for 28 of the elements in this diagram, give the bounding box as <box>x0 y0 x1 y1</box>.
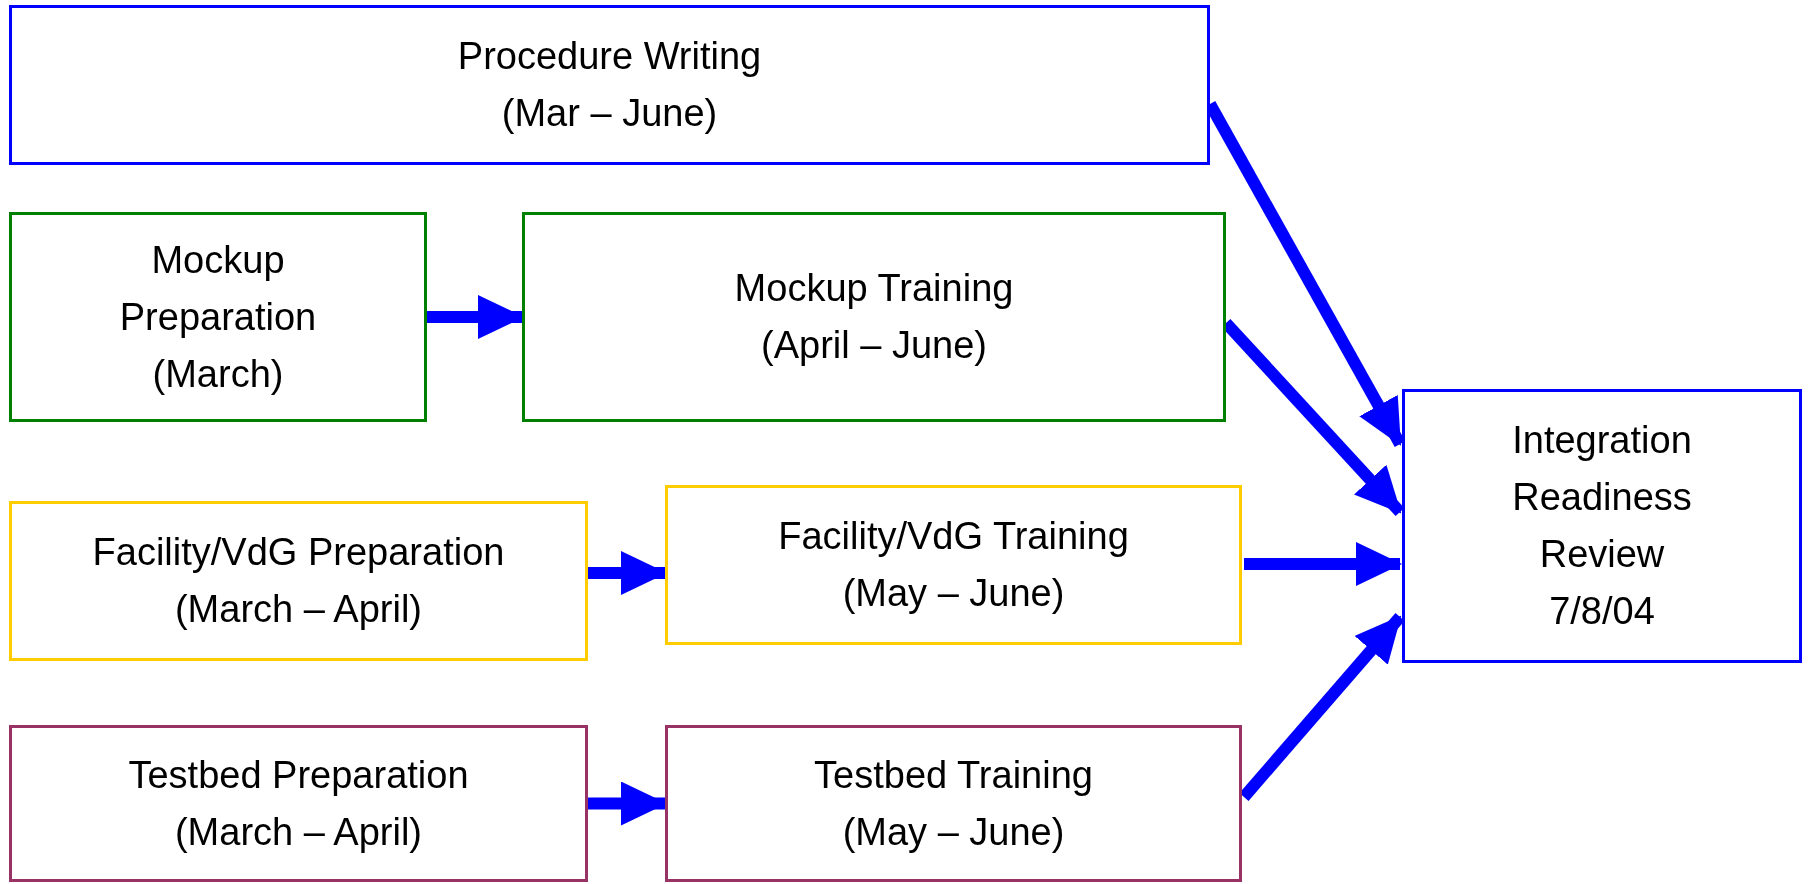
date-text: (March) <box>152 351 284 397</box>
box-title: Mockup Preparation <box>118 237 318 340</box>
box-title: Facility/VdG Training <box>778 514 1129 559</box>
date-text: (May – June) <box>842 809 1065 855</box>
date-text: (March – April) <box>174 809 423 855</box>
date-text: (March – April) <box>174 587 423 632</box>
box-title: Mockup Training <box>734 266 1014 311</box>
process-box <box>9 501 588 661</box>
arrow <box>588 551 667 595</box>
date-text: (Mar – June) <box>501 91 718 136</box>
box-title: Testbed Training <box>814 752 1093 798</box>
arrow <box>1244 542 1402 586</box>
arrow <box>427 295 524 339</box>
process-box <box>9 725 588 882</box>
box-title: Facility/VdG Preparation <box>92 530 505 575</box>
process-box <box>9 5 1210 165</box>
process-box <box>1402 389 1802 663</box>
date-text: (April – June) <box>761 323 987 368</box>
arrow <box>588 781 667 826</box>
process-box <box>665 725 1242 882</box>
process-box <box>665 485 1242 645</box>
box-title: Procedure Writing <box>457 34 762 79</box>
box-title: Integration Readiness Review <box>1511 418 1693 577</box>
date-text: (May – June) <box>842 571 1065 616</box>
process-box <box>522 212 1226 422</box>
date-text: 7/8/04 <box>1549 589 1655 634</box>
process-box <box>9 212 427 422</box>
box-title: Testbed Preparation <box>128 752 469 798</box>
